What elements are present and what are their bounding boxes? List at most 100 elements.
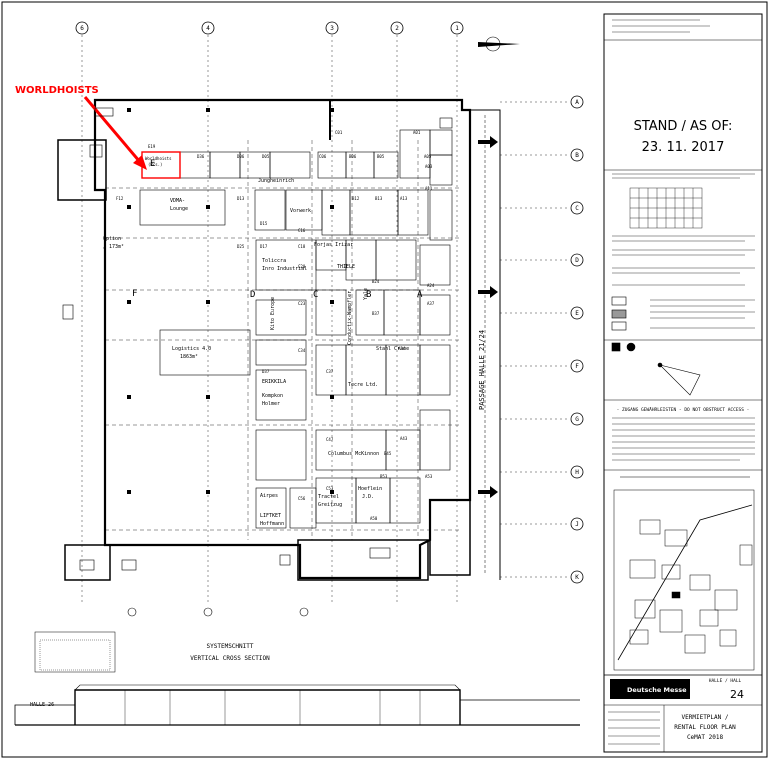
svg-text:Kito Europe: Kito Europe [270, 297, 276, 330]
exit-arrow-icon [478, 136, 498, 148]
svg-text:Option: Option [103, 236, 121, 242]
svg-text:C20: C20 [298, 264, 306, 269]
svg-text:A37: A37 [427, 301, 435, 306]
svg-text:Inro Industrial: Inro Industrial [262, 266, 307, 272]
svg-text:Lounge: Lounge [170, 206, 188, 212]
column-grid-lines [81, 35, 458, 605]
col-label-1: 1 [455, 25, 459, 32]
svg-text:Kompkon: Kompkon [262, 393, 283, 399]
svg-text:C23: C23 [298, 301, 306, 306]
plan-subtitle: RENTAL FLOOR PLAN [674, 724, 736, 731]
svg-text:J: J [575, 521, 579, 528]
svg-text:A11: A11 [425, 186, 433, 191]
svg-text:Vorwerk: Vorwerk [290, 208, 311, 214]
panel-fine-print [612, 19, 755, 461]
hall-number: 24 [730, 688, 744, 701]
svg-text:Deutsche Messe: Deutsche Messe [627, 686, 687, 694]
svg-text:D36: D36 [197, 154, 205, 159]
booth-labels: Worldhoists (Rcs.) D36 D06 D05 C06 B06 B… [116, 130, 435, 521]
svg-text:D37: D37 [262, 369, 270, 374]
svg-text:Yale: Yale [363, 288, 369, 300]
booth-outlines [139, 129, 453, 529]
col-label-3: 3 [330, 25, 334, 32]
red-arrow-icon [83, 96, 147, 170]
svg-text:C18: C18 [298, 244, 306, 249]
passage-label: PASSAGE HALLE 21/24 [478, 330, 486, 410]
svg-text:B: B [366, 290, 371, 300]
svg-text:Jungheinrich: Jungheinrich [258, 178, 294, 184]
svg-text:E19: E19 [148, 144, 156, 149]
col-label-6: 6 [80, 25, 84, 32]
svg-text:C34: C34 [298, 348, 306, 353]
column-markers [75, 21, 464, 35]
col-marker-2 [390, 21, 404, 35]
section-hall-left: HALLE 26 [30, 702, 54, 708]
vertical-cross-section [14, 631, 580, 726]
event-name: CeMAT 2018 [687, 734, 724, 741]
col-marker-4 [201, 21, 215, 35]
svg-text:B13: B13 [375, 196, 383, 201]
svg-text:F: F [575, 363, 579, 370]
legend-symbols [611, 296, 701, 396]
svg-text:A50: A50 [370, 516, 378, 521]
svg-text:C56: C56 [298, 496, 306, 501]
svg-text:Airpes: Airpes [260, 493, 278, 499]
svg-text:Logistics 4.0: Logistics 4.0 [172, 346, 211, 352]
col-label-4: 4 [206, 25, 210, 32]
svg-text:C53: C53 [326, 486, 334, 491]
row-marker-labels: A B C D E F G H J K [575, 99, 579, 581]
col-marker-6 [75, 21, 89, 35]
svg-text:THIELE: THIELE [337, 264, 355, 270]
svg-text:A13: A13 [400, 196, 408, 201]
svg-text:A05: A05 [424, 154, 432, 159]
svg-text:D17: D17 [260, 244, 268, 249]
svg-text:A53: A53 [425, 474, 433, 479]
row-grid-lines [500, 101, 570, 578]
column-marker-labels: 6 4 3 2 1 [80, 25, 459, 32]
booth-worldhoists: Worldhoists [145, 156, 172, 161]
svg-text:J.D.: J.D. [362, 494, 374, 500]
svg-text:Tractel: Tractel [318, 494, 339, 500]
exit-icons [62, 107, 453, 571]
plan-title: VERMIETPLAN / [682, 714, 729, 721]
svg-text:E: E [575, 310, 579, 317]
svg-text:Forjas Irizar: Forjas Irizar [314, 242, 353, 248]
svg-text:A: A [417, 290, 423, 300]
svg-text:B: B [575, 152, 579, 159]
hall-walls [57, 98, 501, 581]
svg-text:B05: B05 [377, 154, 385, 159]
section-subtitle: VERTICAL CROSS SECTION [190, 655, 270, 662]
svg-text:ERIKKILA: ERIKKILA [262, 379, 286, 385]
svg-text:A24: A24 [427, 283, 435, 288]
hall-label: HALLE / HALL [709, 678, 742, 684]
exit-arrow-icon [478, 486, 498, 498]
svg-text:D05: D05 [262, 154, 270, 159]
svg-text:D: D [250, 290, 255, 300]
svg-text:Tecre Ltd.: Tecre Ltd. [348, 382, 378, 388]
deutsche-messe-logo: Deutsche Messe [610, 679, 690, 699]
svg-text:B53: B53 [380, 474, 388, 479]
svg-text:Holmer: Holmer [262, 401, 280, 407]
svg-text:F: F [132, 289, 137, 299]
col-marker-3 [325, 21, 339, 35]
svg-text:C01: C01 [335, 130, 343, 135]
svg-text:B12: B12 [352, 196, 360, 201]
stand-label: STAND / AS OF: [634, 119, 733, 134]
svg-text:D13: D13 [237, 196, 245, 201]
svg-text:D15: D15 [260, 221, 268, 226]
svg-text:A34: A34 [398, 346, 406, 351]
bottom-column-markers [127, 607, 309, 617]
svg-text:C: C [575, 205, 579, 212]
svg-text:Columbus McKinnon: Columbus McKinnon [328, 451, 379, 457]
height-diagram [629, 187, 703, 229]
svg-text:G: G [575, 416, 579, 423]
svg-text:A01: A01 [413, 130, 421, 135]
svg-text:C47: C47 [326, 437, 334, 442]
svg-text:Hoeflein: Hoeflein [358, 486, 382, 492]
svg-text:A43: A43 [400, 436, 408, 441]
svg-text:A03: A03 [425, 164, 433, 169]
north-arrow-icon [478, 42, 520, 47]
col-marker-1 [450, 21, 464, 35]
worldhoists-annotation: WORLDHOISTS [15, 85, 99, 96]
